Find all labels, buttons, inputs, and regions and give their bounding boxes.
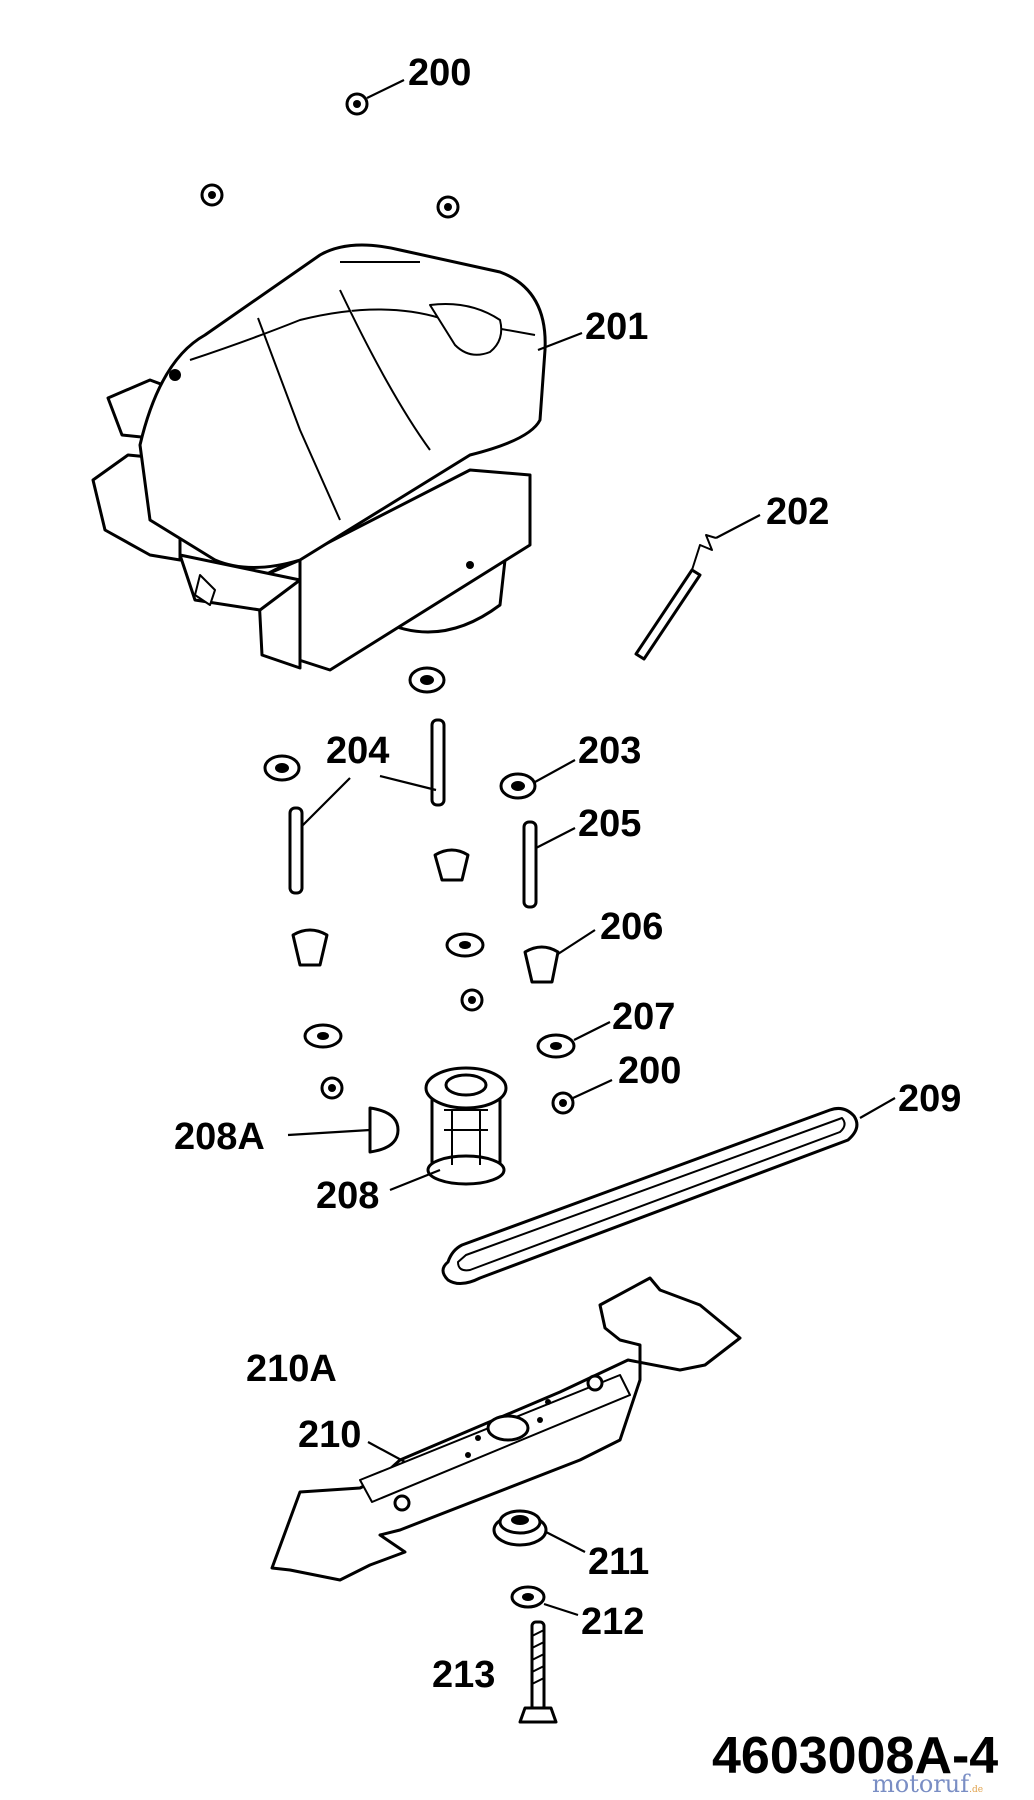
blade-part — [270, 1276, 742, 1582]
callout-201: 201 — [585, 306, 649, 348]
callout-211: 211 — [588, 1541, 650, 1583]
bolt-part — [288, 718, 538, 909]
callout-200-top: 200 — [408, 52, 472, 94]
callout-206: 206 — [600, 906, 664, 948]
document-number: 4603008A-4 — [712, 1727, 999, 1785]
leader-203 — [534, 759, 576, 783]
washer-part — [303, 932, 576, 1059]
leader-212 — [543, 1602, 579, 1617]
leader-210 — [367, 1441, 406, 1463]
leader-209 — [859, 1097, 896, 1119]
callout-205: 205 — [578, 803, 642, 845]
leader-205 — [535, 827, 576, 849]
watermark-suffix: .de — [969, 1785, 984, 1795]
pulley-part — [424, 1066, 508, 1186]
leader-208A — [287, 1128, 371, 1137]
leader-200-top — [366, 79, 405, 99]
leader-208 — [389, 1168, 441, 1192]
callout-213: 213 — [432, 1654, 496, 1696]
leader-202 — [715, 514, 761, 539]
nut-lower — [320, 988, 575, 1115]
callout-203: 203 — [578, 730, 642, 772]
callout-202: 202 — [766, 491, 830, 533]
key-part — [368, 1106, 400, 1154]
callout-204: 204 — [326, 730, 390, 772]
watermark-logo: motoruf.de — [872, 1770, 983, 1798]
callout-210: 210 — [298, 1414, 362, 1456]
cable-part — [634, 534, 717, 661]
leader-211 — [545, 1531, 586, 1553]
spacer-part — [263, 666, 537, 800]
callout-212: 212 — [581, 1601, 645, 1643]
callout-200-lower: 200 — [618, 1050, 682, 1092]
leader-204a — [301, 777, 351, 827]
belt-part — [441, 1107, 859, 1285]
adapter-part — [492, 1509, 548, 1547]
leader-201 — [537, 331, 583, 352]
callout-208A: 208A — [174, 1116, 265, 1158]
callout-208: 208 — [316, 1175, 380, 1217]
callout-207: 207 — [612, 996, 676, 1038]
washer-212-part — [510, 1585, 546, 1609]
bolt-213-part — [518, 1620, 558, 1724]
leader-207 — [573, 1021, 611, 1041]
bushing-part — [291, 848, 560, 984]
watermark-text: motoruf — [872, 1770, 970, 1798]
callout-210A: 210A — [246, 1348, 337, 1390]
engine-body — [91, 243, 547, 672]
callout-209: 209 — [898, 1078, 962, 1120]
leader-200-lower — [572, 1079, 613, 1099]
nut-top — [200, 92, 460, 219]
leader-206 — [557, 929, 596, 955]
leader-204b — [379, 774, 437, 792]
